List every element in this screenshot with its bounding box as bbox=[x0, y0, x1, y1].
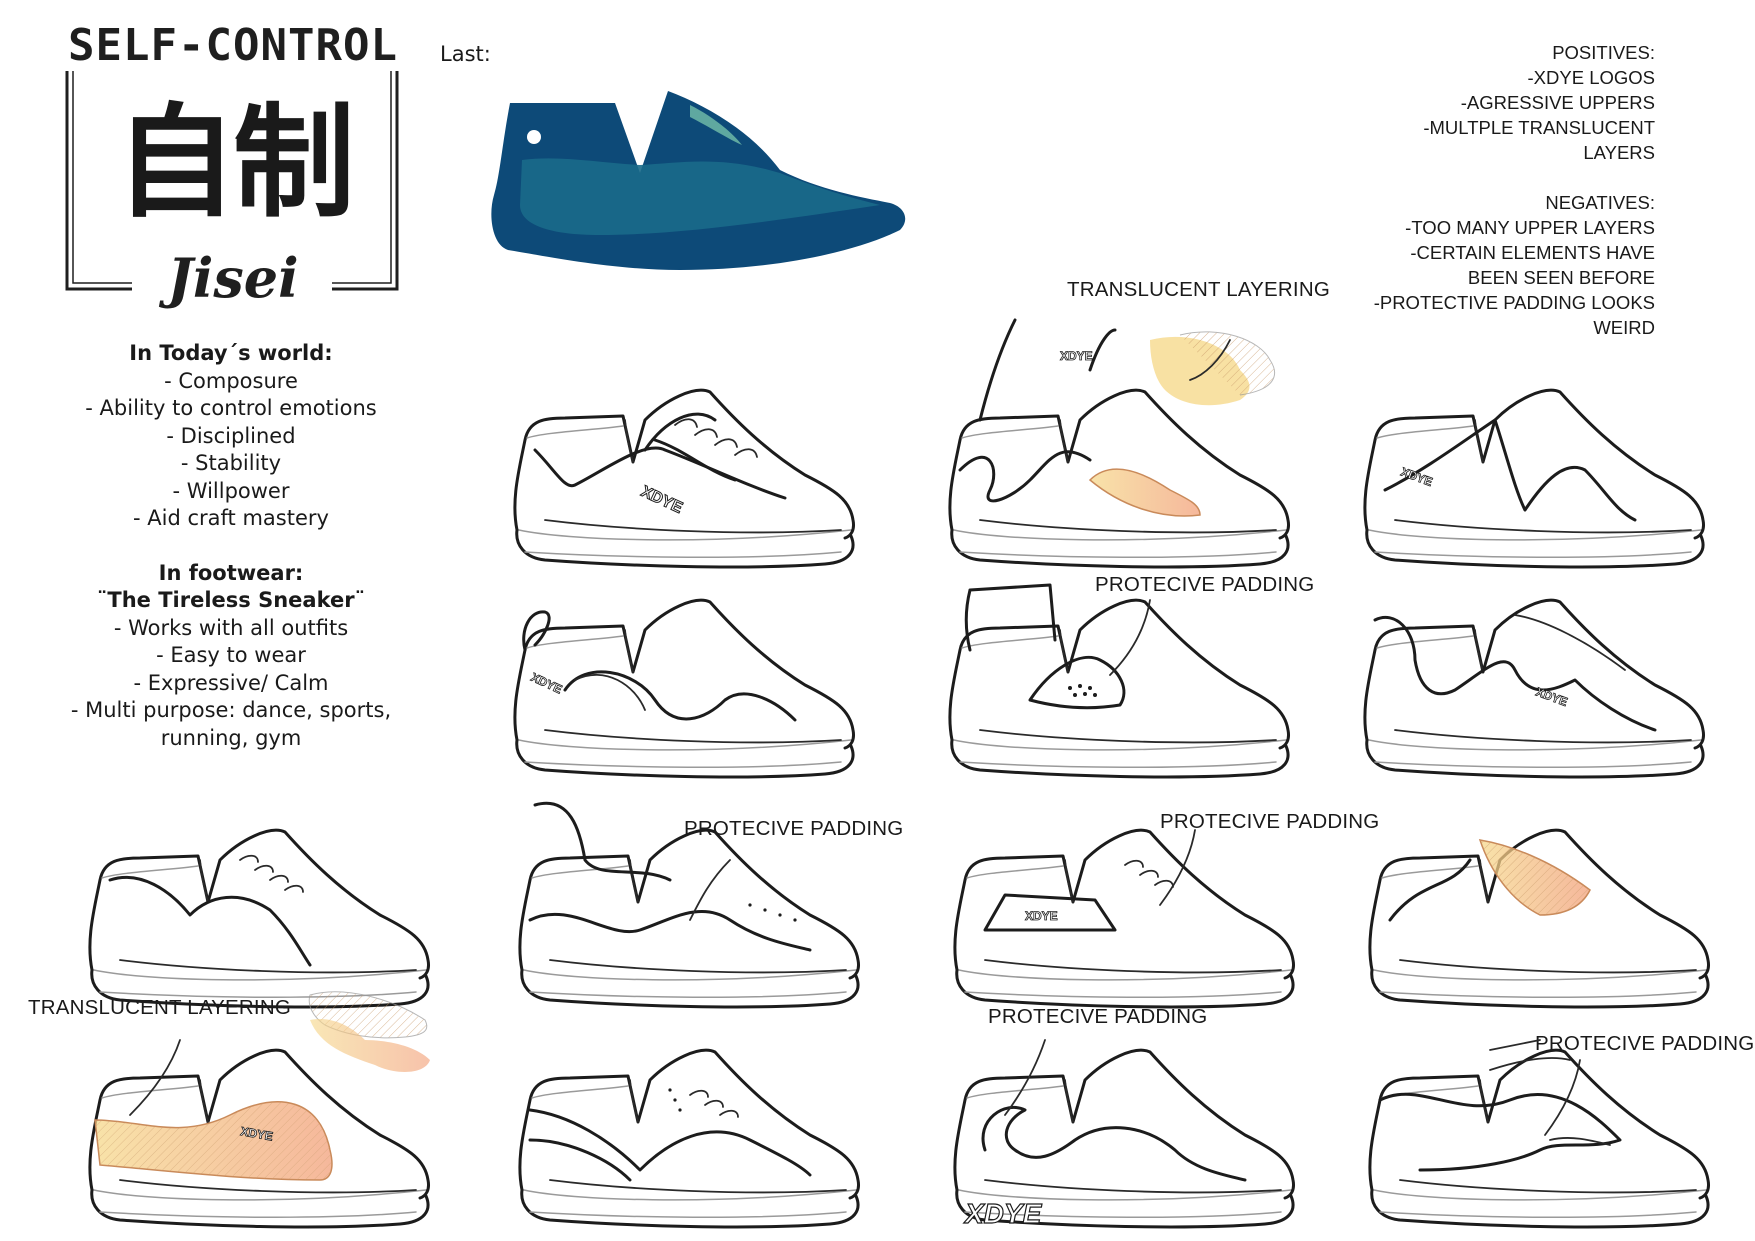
xdye-sole-logo: XDYE bbox=[963, 1198, 1043, 1229]
last-shine bbox=[690, 105, 742, 145]
today-item: - Willpower bbox=[172, 478, 290, 503]
callout-translucent-top: TRANSLUCENT LAYERING bbox=[1067, 278, 1330, 301]
last-label: Last: bbox=[440, 42, 491, 66]
positives-heading: POSITIVES: bbox=[1552, 42, 1655, 63]
negative-item: -TOO MANY UPPER LAYERS bbox=[1405, 217, 1655, 238]
sketch-r3-c2b: XDYE bbox=[953, 828, 1296, 1009]
footwear-item: running, gym bbox=[160, 725, 302, 750]
sketch-r4-c2 bbox=[518, 1048, 861, 1229]
xdye-logo: XDYE bbox=[239, 1124, 274, 1143]
negative-item: BEEN SEEN BEFORE bbox=[1467, 267, 1655, 288]
sketch-r2-c3: XDYE bbox=[1363, 598, 1706, 779]
logo-title: SELF-CONTROL bbox=[58, 20, 408, 71]
translucent-layer bbox=[1088, 468, 1201, 517]
positive-item: -MULTPLE TRANSLUCENT bbox=[1423, 117, 1655, 138]
xdye-logo: XDYE bbox=[638, 483, 685, 517]
logo-subtitle: Jisei bbox=[58, 246, 408, 310]
sketch-r2-c2 bbox=[948, 583, 1291, 779]
negative-item: WEIRD bbox=[1593, 317, 1655, 338]
negative-item: -CERTAIN ELEMENTS HAVE bbox=[1410, 242, 1655, 263]
today-item: - Ability to control emotions bbox=[85, 396, 377, 420]
today-heading: In Today´s world: bbox=[129, 341, 333, 365]
evaluation-notes: POSITIVES: -XDYE LOGOS-AGRESSIVE UPPERS-… bbox=[1374, 40, 1655, 340]
footwear-item: - Multi purpose: dance, sports, bbox=[70, 698, 392, 722]
self-control-logo: SELF-CONTROL 自制 Jisei bbox=[58, 20, 408, 312]
sketch-r4-c4 bbox=[1368, 1039, 1711, 1229]
callout-translucent-bottom: TRANSLUCENT LAYERING bbox=[28, 996, 291, 1019]
sketch-r4-c3: XDYE bbox=[953, 1039, 1296, 1230]
callout-padding-r3b: PROTECIVE PADDING bbox=[1160, 810, 1380, 833]
hatched-swatch bbox=[1179, 331, 1275, 396]
footwear-item: - Expressive/ Calm bbox=[133, 670, 329, 695]
today-item: - Disciplined bbox=[166, 423, 296, 448]
concept-text: In Today´s world: - Composure - Ability t… bbox=[50, 340, 412, 752]
footwear-item: - Works with all outfits bbox=[113, 615, 349, 640]
negatives-list: -TOO MANY UPPER LAYERS -CERTAIN ELEMENTS … bbox=[1374, 215, 1655, 340]
padding-dots bbox=[1068, 684, 1097, 697]
sketch-r3-c1 bbox=[88, 828, 431, 1009]
positive-item: -XDYE LOGOS bbox=[1527, 67, 1655, 88]
xdye-logo: XDYE bbox=[1399, 465, 1435, 489]
translucent-swatch-bottom bbox=[308, 991, 430, 1072]
callout-padding-r4b: PROTECIVE PADDING bbox=[1535, 1032, 1755, 1055]
today-item: - Aid craft mastery bbox=[133, 506, 329, 530]
callout-padding-r4a: PROTECIVE PADDING bbox=[988, 1005, 1208, 1028]
positive-item: -AGRESSIVE UPPERS bbox=[1460, 92, 1655, 113]
shoe-last-illustration bbox=[491, 91, 906, 270]
footwear-list: - Works with all outfits - Easy to wear - … bbox=[50, 615, 412, 753]
footwear-item: - Easy to wear bbox=[156, 643, 306, 667]
today-item: - Composure bbox=[164, 368, 298, 393]
positives-list: -XDYE LOGOS -AGRESSIVE UPPERS -MULTPLE TRA… bbox=[1374, 65, 1655, 165]
sketch-r4-c1: XDYE bbox=[88, 1039, 431, 1229]
last-highlight bbox=[520, 158, 880, 235]
sketch-r2-c1: XDYE bbox=[513, 598, 856, 779]
logo-kanji: 自制 bbox=[115, 90, 355, 234]
today-list: - Composure - Ability to control emotions… bbox=[50, 368, 412, 533]
sketch-r1-c1: XDYE bbox=[513, 388, 856, 569]
last-hole bbox=[527, 130, 541, 144]
sketch-r3-c3 bbox=[1368, 828, 1711, 1009]
positive-item: LAYERS bbox=[1583, 142, 1655, 163]
xdye-logo: XDYE bbox=[1025, 909, 1058, 923]
footwear-subheading: ¨The Tireless Sneaker¨ bbox=[96, 588, 366, 612]
sketch-r1-c2: XDYE bbox=[948, 318, 1291, 569]
callout-padding-r2: PROTECIVE PADDING bbox=[1095, 573, 1315, 596]
xdye-logo: XDYE bbox=[529, 670, 565, 697]
callout-padding-r3a: PROTECIVE PADDING bbox=[684, 817, 904, 840]
today-item: - Stability bbox=[180, 451, 282, 475]
sketch-r3-c2 bbox=[518, 801, 861, 1009]
sketch-r1-c3: XDYE bbox=[1363, 388, 1706, 569]
negatives-heading: NEGATIVES: bbox=[1545, 192, 1655, 213]
negative-item: -PROTECTIVE PADDING LOOKS bbox=[1373, 292, 1655, 313]
xdye-logo: XDYE bbox=[1060, 349, 1093, 363]
footwear-heading: In footwear: bbox=[158, 560, 304, 585]
